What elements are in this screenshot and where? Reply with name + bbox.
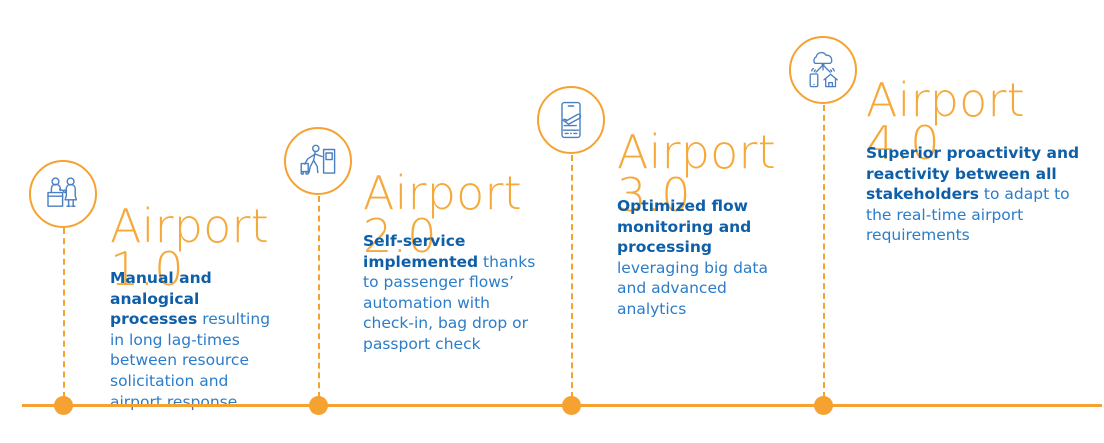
connector-line-4 [823, 105, 825, 398]
timeline-marker-2[interactable] [309, 396, 328, 415]
milestone-description-rest-2: thanks to passenger flows’ automation wi… [363, 252, 536, 354]
milestone-title-2: Airport 2.0 [363, 130, 522, 299]
icon-circle-1[interactable] [29, 160, 97, 228]
milestone-title-word-1: Airport [110, 199, 269, 254]
milestone-description-2: Self-service implemented thanks to passe… [363, 231, 543, 355]
milestone-description-rest-4: to adapt to the real-time airport requir… [866, 185, 1070, 245]
timeline-marker-1[interactable] [54, 396, 73, 415]
timeline-marker-3[interactable] [562, 396, 581, 415]
icon-circle-3[interactable] [537, 86, 605, 154]
milestone-title-word-2: Airport [363, 166, 522, 221]
milestone-description-bold-3: Optimized flow monitoring and processing [617, 197, 752, 257]
connector-line-3 [571, 155, 573, 398]
cloud-iot-phone-house-icon [801, 48, 845, 92]
milestone-description-1: Manual and analogical processes resultin… [110, 268, 285, 412]
connector-line-1 [63, 228, 65, 398]
milestone-description-bold-1: Manual and analogical processes [110, 269, 212, 329]
milestone-description-rest-3: leveraging big data and advanced analyti… [617, 258, 768, 319]
milestone-title-3: Airport 3.0 [617, 89, 776, 258]
milestone-description-bold-4: Superior proactivity and reactivity betw… [866, 144, 1080, 204]
milestone-description-3: Optimized flow monitoring and processing… [617, 196, 779, 320]
connector-line-2 [318, 196, 320, 398]
milestone-version-4: 4.0 [866, 115, 940, 170]
milestone-version-3: 3.0 [617, 167, 691, 222]
smartphone-airplane-icon [549, 98, 593, 142]
milestone-description-bold-2: Self-service implemented [363, 232, 479, 271]
milestone-description-4: Superior proactivity and reactivity betw… [866, 143, 1081, 246]
milestone-version-2: 2.0 [363, 208, 437, 263]
milestone-title-1: Airport 1.0 [110, 163, 269, 332]
icon-circle-4[interactable] [789, 36, 857, 104]
milestone-title-4: Airport 4.0 [866, 37, 1025, 206]
agent-desk-passenger-icon [41, 172, 85, 216]
milestone-title-word-3: Airport [617, 125, 776, 180]
milestone-title-word-4: Airport [866, 73, 1025, 128]
milestone-version-1: 1.0 [110, 241, 184, 296]
passenger-luggage-kiosk-icon [296, 139, 340, 183]
icon-circle-2[interactable] [284, 127, 352, 195]
timeline-marker-4[interactable] [814, 396, 833, 415]
